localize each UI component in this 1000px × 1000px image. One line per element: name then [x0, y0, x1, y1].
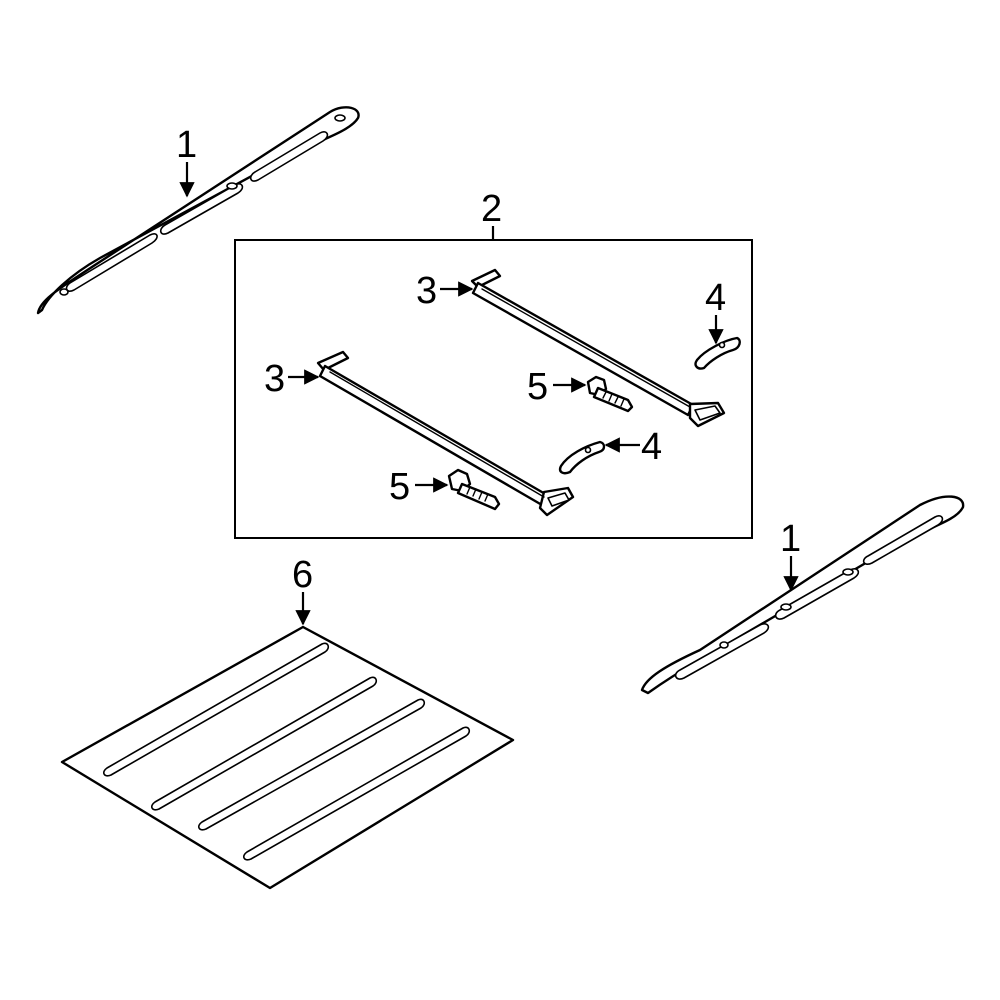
callout-1-left: 1 [176, 124, 197, 166]
callout-3-upper: 3 [416, 270, 437, 312]
bolt-upper [586, 375, 634, 413]
roof-rail-left [36, 106, 360, 315]
callout-5-lower: 5 [389, 466, 410, 508]
bolt-lower [447, 468, 501, 511]
crossbar-lower [316, 350, 575, 517]
callout-6: 6 [292, 554, 313, 596]
crossbar-kit-frame [234, 239, 753, 539]
callout-4-lower: 4 [641, 426, 662, 468]
callout-4-upper: 4 [705, 277, 726, 319]
callout-2: 2 [481, 188, 502, 230]
roof-panel [60, 625, 515, 890]
clip-lower [558, 440, 606, 475]
clip-upper [694, 336, 741, 370]
callout-1-right: 1 [780, 518, 801, 560]
roof-rail-right [640, 495, 965, 695]
callout-5-upper: 5 [527, 366, 548, 408]
callout-3-lower: 3 [264, 358, 285, 400]
crossbar-upper [470, 268, 726, 428]
